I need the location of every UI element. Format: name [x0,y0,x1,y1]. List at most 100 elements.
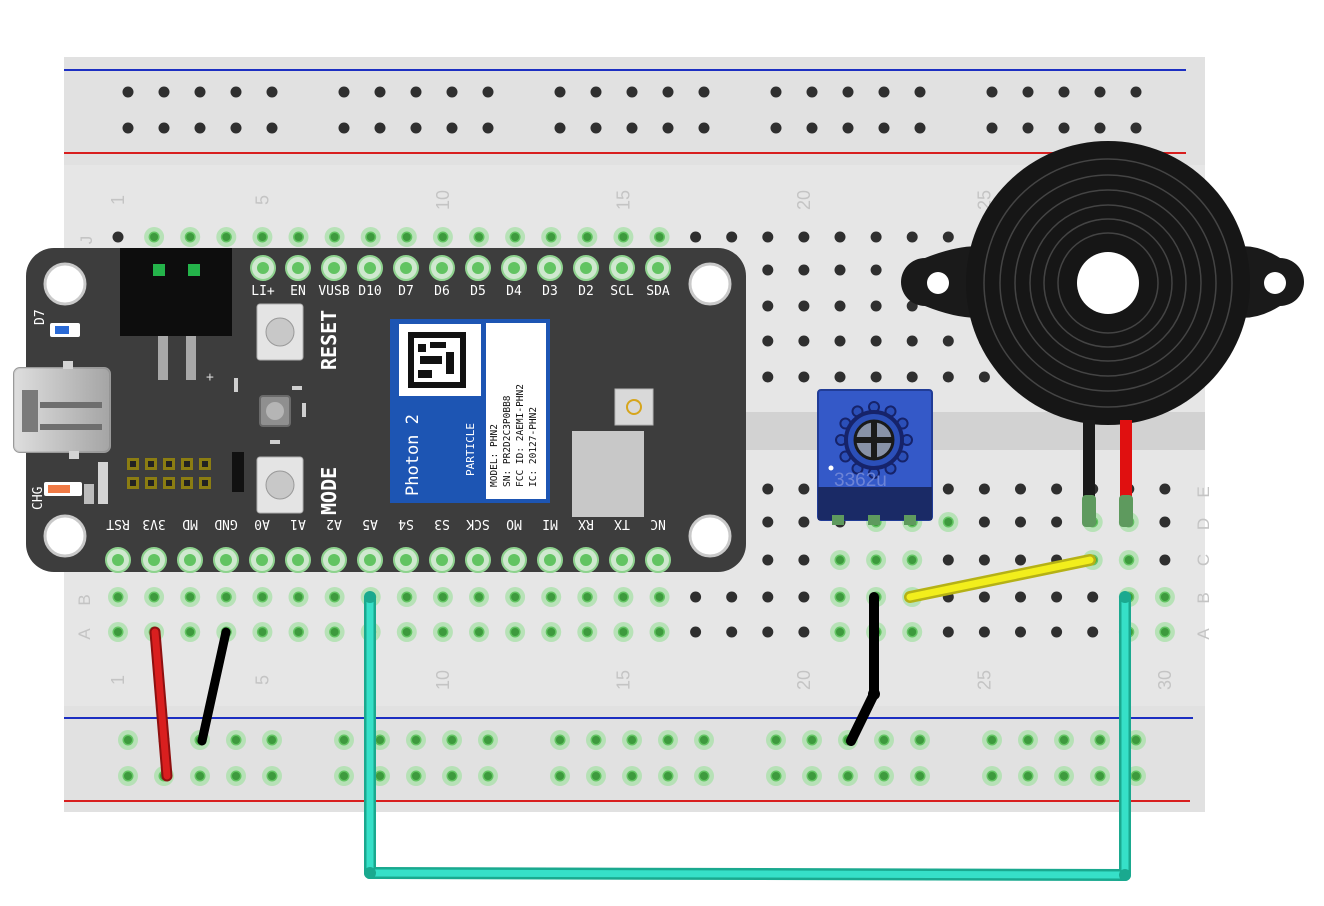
breadboard-hole[interactable] [762,264,774,276]
breadboard-hole[interactable] [1154,587,1175,607]
breadboard-hole[interactable] [180,227,201,247]
rail-hole[interactable] [410,122,422,134]
rail-hole[interactable] [158,122,170,134]
breadboard-hole[interactable] [469,622,489,642]
mode-button[interactable] [256,456,304,514]
rail-hole[interactable] [194,86,206,98]
rail-hole[interactable] [986,86,998,98]
rail-hole[interactable] [338,86,350,98]
rail-hole[interactable] [1058,122,1070,134]
wire-yellow-pot-to-buzzer[interactable] [904,554,1096,603]
breadboard-hole[interactable] [432,622,453,642]
rail-hole[interactable] [442,766,462,786]
rail-hole[interactable] [226,766,246,786]
breadboard-hole[interactable] [1015,516,1026,528]
rail-hole[interactable] [122,122,134,134]
rail-hole[interactable] [586,730,606,750]
breadboard-hole[interactable] [830,550,850,570]
breadboard-hole[interactable] [762,516,774,528]
usb-connector[interactable] [13,367,111,453]
rail-hole[interactable] [770,86,782,98]
rail-hole[interactable] [586,766,606,786]
rail-hole[interactable] [266,122,278,134]
breadboard-hole[interactable] [252,227,273,247]
rail-hole[interactable] [874,766,894,786]
rail-hole[interactable] [406,730,426,750]
breadboard-hole[interactable] [902,622,923,642]
rail-hole[interactable] [1054,766,1074,786]
breadboard-hole[interactable] [978,516,990,528]
rail-hole[interactable] [842,86,854,98]
rail-hole[interactable] [262,730,282,750]
breadboard-hole[interactable] [1051,591,1063,603]
rail-hole[interactable] [194,122,206,134]
breadboard-hole[interactable] [942,335,954,347]
breadboard-hole[interactable] [726,626,738,638]
rail-hole[interactable] [410,86,422,98]
breadboard-hole[interactable] [252,622,273,642]
breadboard-hole[interactable] [978,554,990,566]
breadboard-hole[interactable] [324,587,345,607]
breadboard-hole[interactable] [577,622,598,642]
breadboard-hole[interactable] [798,300,810,312]
breadboard-hole[interactable] [1015,591,1026,603]
breadboard-hole[interactable] [902,550,923,570]
breadboard-hole[interactable] [613,587,634,607]
breadboard-hole[interactable] [577,587,598,607]
rail-hole[interactable] [118,766,138,786]
breadboard-hole[interactable] [396,587,417,607]
breadboard-hole[interactable] [762,300,774,312]
rail-hole[interactable] [802,730,822,750]
rail-hole[interactable] [770,122,782,134]
breadboard-hole[interactable] [798,483,810,495]
breadboard-hole[interactable] [726,231,738,243]
breadboard-hole[interactable] [762,231,774,243]
breadboard-hole[interactable] [830,622,850,642]
rail-hole[interactable] [1090,766,1110,786]
rail-hole[interactable] [622,766,642,786]
rail-hole[interactable] [590,122,602,134]
rail-hole[interactable] [806,122,818,134]
breadboard-hole[interactable] [541,227,562,247]
breadboard-hole[interactable] [432,227,453,247]
rail-hole[interactable] [838,766,858,786]
rail-hole[interactable] [658,730,678,750]
breadboard-hole[interactable] [762,626,774,638]
breadboard-hole[interactable] [870,300,882,312]
rail-hole[interactable] [262,766,282,786]
breadboard-hole[interactable] [870,231,882,243]
rail-hole[interactable] [226,730,246,750]
rail-hole[interactable] [698,86,710,98]
breadboard-hole[interactable] [396,227,417,247]
breadboard-hole[interactable] [180,587,201,607]
breadboard-hole[interactable] [866,550,887,570]
breadboard-hole[interactable] [690,626,702,638]
breadboard-hole[interactable] [505,227,526,247]
breadboard-hole[interactable] [830,587,850,607]
breadboard-hole[interactable] [1015,626,1026,638]
breadboard-hole[interactable] [834,300,846,312]
breadboard-hole[interactable] [216,227,237,247]
breadboard-hole[interactable] [108,587,128,607]
rail-hole[interactable] [626,122,638,134]
rail-hole[interactable] [982,730,1002,750]
breadboard-hole[interactable] [577,227,598,247]
rail-hole[interactable] [1094,86,1106,98]
rail-hole[interactable] [874,730,894,750]
breadboard-hole[interactable] [942,231,954,243]
breadboard-hole[interactable] [1154,622,1175,642]
rail-hole[interactable] [550,730,570,750]
rail-hole[interactable] [842,122,854,134]
breadboard-hole[interactable] [798,626,810,638]
rail-hole[interactable] [334,730,354,750]
breadboard-hole[interactable] [834,371,846,383]
breadboard-hole[interactable] [798,371,810,383]
rail-hole[interactable] [442,730,462,750]
wire-black-pot-to-ground[interactable] [846,592,880,746]
rail-hole[interactable] [1090,730,1110,750]
rail-hole[interactable] [446,122,458,134]
rail-hole[interactable] [662,86,674,98]
rail-hole[interactable] [698,122,710,134]
rail-hole[interactable] [190,766,210,786]
breadboard-hole[interactable] [906,335,918,347]
